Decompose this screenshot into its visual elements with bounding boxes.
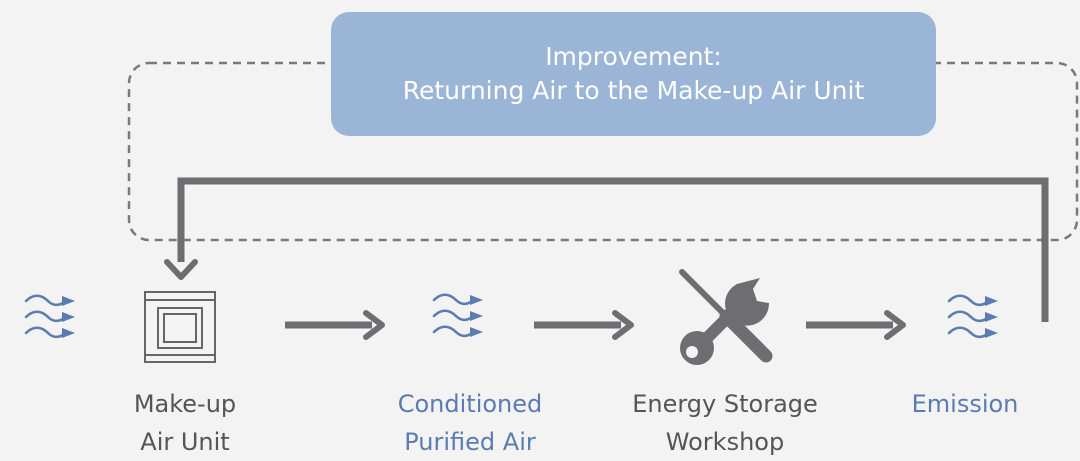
air-unit-frame-icon bbox=[144, 291, 216, 363]
emission-airflow-icon bbox=[947, 294, 1000, 340]
makeup-air-unit-label: Make-up Air Unit bbox=[133, 390, 237, 456]
conditioned-airflow-icon bbox=[432, 293, 485, 339]
emission-label: Emission bbox=[911, 390, 1019, 418]
flow-arrow-icon bbox=[806, 310, 906, 340]
return-air-line bbox=[177, 177, 1049, 322]
improvement-banner: Improvement: Returning Air to the Make-u… bbox=[331, 12, 936, 136]
workshop-label: Energy Storage Workshop bbox=[632, 390, 818, 456]
conditioned-air-label: Conditioned Purified Air bbox=[397, 390, 543, 456]
banner-title: Improvement: bbox=[545, 42, 722, 71]
intake-airflow-icon bbox=[24, 294, 77, 340]
flow-arrow-icon bbox=[285, 310, 385, 340]
tools-icon bbox=[679, 269, 773, 365]
return-arrow-head-icon bbox=[164, 259, 198, 280]
flow-arrow-icon bbox=[534, 310, 634, 340]
banner-subtitle: Returning Air to the Make-up Air Unit bbox=[402, 76, 865, 105]
